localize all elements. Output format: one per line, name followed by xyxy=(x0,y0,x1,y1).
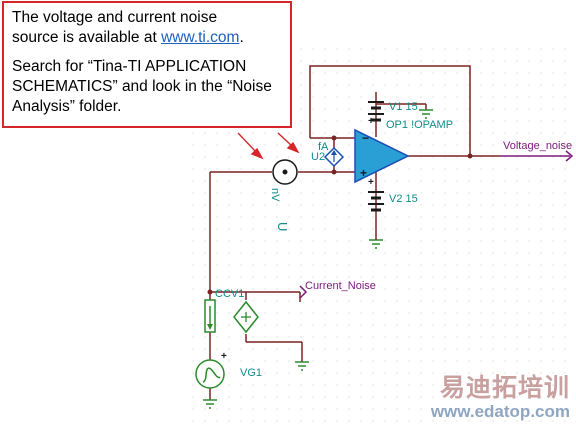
voltage-noise-label: Voltage_noise xyxy=(503,140,572,152)
v1-label: V1 15 xyxy=(389,101,418,113)
ground-symbols xyxy=(203,109,433,409)
junctions xyxy=(207,135,473,295)
callout-paragraph-1: The voltage and current noise source is … xyxy=(12,8,284,48)
vg1-generator xyxy=(195,359,225,389)
callout-line2-suffix: . xyxy=(239,29,244,46)
wires xyxy=(209,65,500,400)
voltage-noise-source xyxy=(272,159,298,185)
watermark-cn: 易迪拓培训 xyxy=(439,374,570,402)
ccv1-source xyxy=(233,300,259,334)
ccv1-label: CCV1 xyxy=(215,288,244,300)
info-callout: The voltage and current noise source is … xyxy=(2,1,292,128)
vg1-label: VG1 xyxy=(240,367,262,379)
v2-plus-mark: + xyxy=(368,177,374,188)
op1-label: OP1 !OPAMP xyxy=(386,119,453,131)
v2-label: V2 15 xyxy=(389,193,418,205)
fa-label: fA xyxy=(318,141,329,153)
callout-paragraph-2: Search for “Tina-TI APPLICATION SCHEMATI… xyxy=(12,58,272,115)
callout-line1: The voltage and current noise xyxy=(12,9,218,26)
opamp-minus-mark: − xyxy=(362,131,369,145)
battery-v1 xyxy=(368,101,384,122)
opamp-plus-mark: + xyxy=(360,166,367,180)
u1-label: U xyxy=(275,222,290,231)
current-noise-terminal xyxy=(299,285,308,299)
current-noise-source xyxy=(323,146,345,168)
voltage-noise-terminal xyxy=(500,150,574,162)
callout-line2-prefix: source is available at xyxy=(12,29,162,46)
callout-arrows xyxy=(237,132,300,160)
opamp-triangle xyxy=(354,128,410,184)
battery-v2 xyxy=(368,191,384,212)
vg1-plus-mark: + xyxy=(221,351,227,362)
ti-link[interactable]: www.ti.com xyxy=(161,29,240,46)
watermark-url: www.edatop.com xyxy=(430,402,570,421)
watermark: 易迪拓培训 www.edatop.com xyxy=(431,374,570,422)
current-noise-label: Current_Noise xyxy=(305,280,376,292)
nv-label: nV xyxy=(269,188,281,202)
ccv1-sense xyxy=(204,299,216,333)
u2-label: U2 xyxy=(311,151,325,163)
